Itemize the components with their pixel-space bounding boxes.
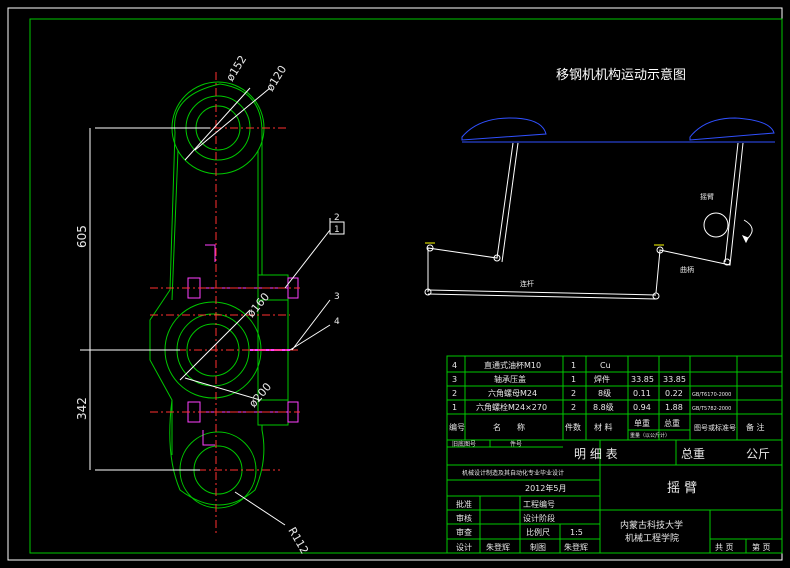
svg-text:8级: 8级 [598, 388, 611, 398]
balloon-1: 1 [334, 225, 340, 235]
balloon-4: 4 [334, 317, 340, 327]
svg-text:机械工程学院: 机械工程学院 [625, 532, 679, 544]
inner-frame [29, 18, 783, 554]
svg-text:设计阶段: 设计阶段 [523, 513, 555, 523]
svg-text:1: 1 [571, 375, 576, 384]
svg-text:重量（以公斤计）: 重量（以公斤计） [630, 432, 670, 439]
svg-text:机械设计制造及其自动化专业毕业设计: 机械设计制造及其自动化专业毕业设计 [462, 469, 564, 477]
arm-outline [149, 83, 263, 455]
svg-text:单重: 单重 [634, 418, 650, 428]
svg-text:内蒙古科技大学: 内蒙古科技大学 [620, 519, 683, 531]
svg-text:共 页: 共 页 [715, 543, 734, 552]
svg-text:4: 4 [452, 361, 457, 370]
label-link: 连杆 [520, 279, 534, 288]
svg-text:总重: 总重 [664, 418, 680, 428]
svg-text:8.8级: 8.8级 [593, 402, 614, 412]
linkage-arms [424, 142, 744, 300]
oil-cup-mark [205, 244, 216, 262]
steel-right [689, 117, 775, 141]
svg-text:3: 3 [452, 375, 457, 384]
svg-text:图号或标准号: 图号或标准号 [694, 423, 736, 432]
svg-text:轴承压盖: 轴承压盖 [494, 374, 526, 384]
mechanism-sketch: 移钢机机构运动示意图 [424, 67, 775, 300]
ground-symbols [425, 242, 664, 246]
svg-text:33.85: 33.85 [631, 375, 654, 384]
svg-text:总重: 总重 [681, 447, 705, 461]
arm-left-edge [171, 149, 179, 301]
dimension-lines [80, 87, 331, 526]
dim-d120: ø120 [264, 63, 290, 93]
crank-disc [703, 212, 753, 244]
svg-text:0.94: 0.94 [633, 403, 651, 412]
svg-text:0.11: 0.11 [633, 389, 651, 398]
svg-text:1:5: 1:5 [570, 528, 583, 537]
parts-list [446, 355, 783, 441]
svg-text:摇 臂: 摇 臂 [667, 481, 697, 496]
dim-342: 342 [75, 397, 89, 420]
svg-text:件号: 件号 [510, 440, 522, 448]
balloon-3: 3 [334, 292, 340, 302]
svg-text:批准: 批准 [456, 499, 472, 509]
svg-text:公斤: 公斤 [746, 447, 770, 461]
svg-text:1.88: 1.88 [665, 403, 683, 412]
svg-text:编号: 编号 [449, 422, 465, 432]
title-block-lines [446, 439, 783, 554]
svg-text:朱登辉: 朱登辉 [486, 542, 510, 552]
dim-605: 605 [75, 225, 89, 248]
parts-header: 编号 名 称 件数 材 料 单重 总重 重量（以公斤计） 图号或标准号 备 注 [449, 418, 765, 439]
arm-bottom-outline [169, 399, 265, 506]
center-lines [130, 72, 300, 535]
svg-text:2012年5月: 2012年5月 [525, 483, 566, 493]
svg-text:件数: 件数 [565, 422, 581, 432]
svg-text:制图: 制图 [530, 542, 546, 552]
steel-left [461, 117, 547, 141]
label-crank: 曲柄 [680, 265, 694, 274]
svg-text:Cu: Cu [600, 361, 611, 370]
balloon-leaders [329, 221, 345, 235]
parts-rows: 4 直通式油杯M10 1 Cu 3 轴承压盖 1 焊件 33.85 33.85 … [452, 360, 731, 412]
svg-text:朱登辉: 朱登辉 [564, 542, 588, 552]
svg-text:旧底图号: 旧底图号 [452, 440, 476, 448]
sketch-title: 移钢机机构运动示意图 [556, 67, 686, 83]
svg-text:明 细 表: 明 细 表 [574, 447, 618, 461]
svg-text:1: 1 [571, 361, 576, 370]
title-block-text: 旧底图号 件号 明 细 表 总重 公斤 机械设计制造及其自动化专业毕业设计 20… [452, 440, 771, 552]
svg-text:GB/T5782-2000: GB/T5782-2000 [692, 406, 731, 412]
svg-text:备 注: 备 注 [746, 422, 765, 432]
svg-text:GB/T6170-2000: GB/T6170-2000 [692, 392, 731, 398]
label-rocker: 摇臂 [700, 192, 714, 201]
svg-text:2: 2 [571, 389, 576, 398]
svg-text:焊件: 焊件 [594, 374, 610, 384]
svg-text:审核: 审核 [456, 513, 472, 523]
svg-text:比例尺: 比例尺 [526, 527, 550, 537]
svg-text:工程编号: 工程编号 [523, 499, 555, 509]
svg-text:设计: 设计 [456, 542, 472, 552]
svg-text:1: 1 [452, 403, 457, 412]
dim-r112: R112 [285, 525, 311, 556]
outer-frame [7, 7, 783, 561]
svg-text:0.22: 0.22 [665, 389, 683, 398]
svg-text:名 称: 名 称 [493, 422, 525, 432]
svg-text:审查: 审查 [456, 527, 472, 537]
dim-d152: ø152 [224, 53, 250, 83]
svg-text:直通式油杯M10: 直通式油杯M10 [484, 360, 541, 370]
svg-text:2: 2 [452, 389, 457, 398]
svg-text:第 页: 第 页 [752, 542, 771, 552]
balloon-2: 2 [334, 213, 340, 223]
svg-text:材 料: 材 料 [594, 422, 613, 432]
svg-text:六角螺栓M24×270: 六角螺栓M24×270 [476, 402, 547, 412]
svg-text:六角螺母M24: 六角螺母M24 [488, 388, 537, 398]
dim-d200: ø200 [246, 380, 274, 410]
svg-text:2: 2 [571, 403, 576, 412]
rocker-arm-drawing: ø152 ø120 ø160 ø200 R112 605 342 2 1 3 4 [75, 53, 345, 556]
svg-text:33.85: 33.85 [663, 375, 686, 384]
